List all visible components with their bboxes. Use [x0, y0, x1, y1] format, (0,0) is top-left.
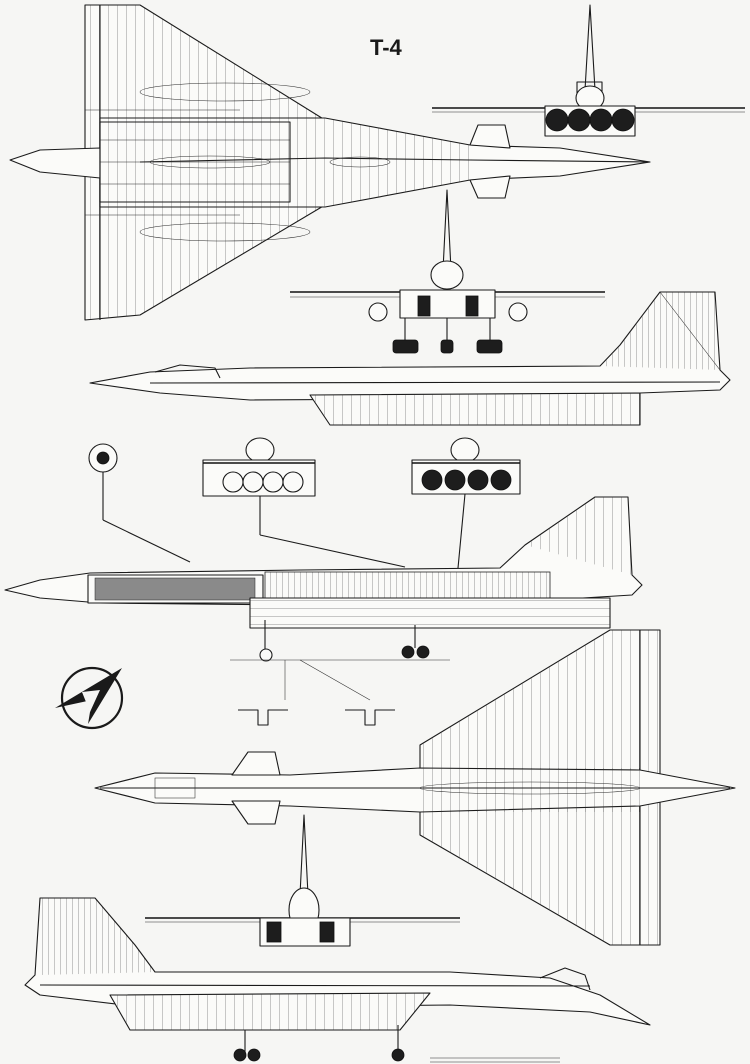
side-view-upper — [89, 291, 731, 426]
sukhoi-emblem-icon — [55, 666, 124, 730]
side-view-lower — [24, 897, 651, 1063]
plan-view-top — [9, 4, 651, 321]
cross-sections — [88, 437, 521, 569]
plan-view-bottom — [94, 629, 736, 946]
front-view-top-right — [432, 4, 745, 137]
front-view-with-gear — [290, 189, 605, 354]
drawing-title: T-4 — [370, 35, 403, 60]
intake-detail — [238, 659, 395, 726]
side-view-cutaway — [4, 496, 643, 662]
front-view-lower — [145, 814, 460, 947]
